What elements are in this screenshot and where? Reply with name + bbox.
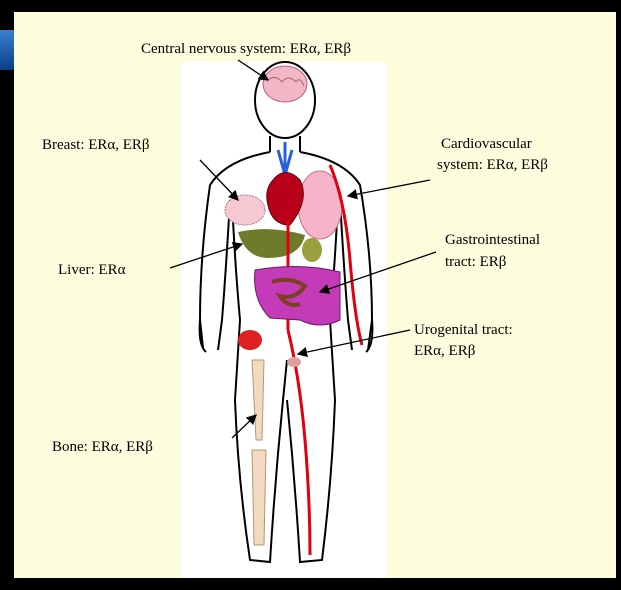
heart [267, 173, 304, 226]
bladder [287, 357, 301, 367]
urogenital-label-line2: ERα, ERβ [414, 343, 475, 360]
cardiovascular-label-line1: Cardiovascular [441, 136, 532, 153]
breast-label: Breast: ERα, ERβ [42, 137, 150, 154]
cns-label: Central nervous system: ERα, ERβ [141, 41, 351, 58]
cardiovascular-label-line2: system: ERα, ERβ [437, 157, 548, 174]
liver [238, 229, 305, 258]
breast-tissue [225, 195, 265, 225]
gastrointestinal-label-line1: Gastrointestinal [445, 232, 540, 249]
cns-arrow [238, 60, 268, 80]
gastrointestinal-label-line2: tract: ERβ [445, 254, 506, 271]
bone-label: Bone: ERα, ERβ [52, 439, 153, 456]
liver-label: Liver: ERα [58, 262, 125, 279]
tibia-bone [252, 450, 266, 545]
breast-arrow [200, 160, 238, 200]
kidney [238, 330, 262, 350]
uro-arrow [298, 330, 410, 354]
brain [263, 66, 307, 102]
liver-arrow [170, 244, 242, 268]
femur-bone [252, 360, 264, 440]
urogenital-label-line1: Urogenital tract: [414, 322, 513, 339]
